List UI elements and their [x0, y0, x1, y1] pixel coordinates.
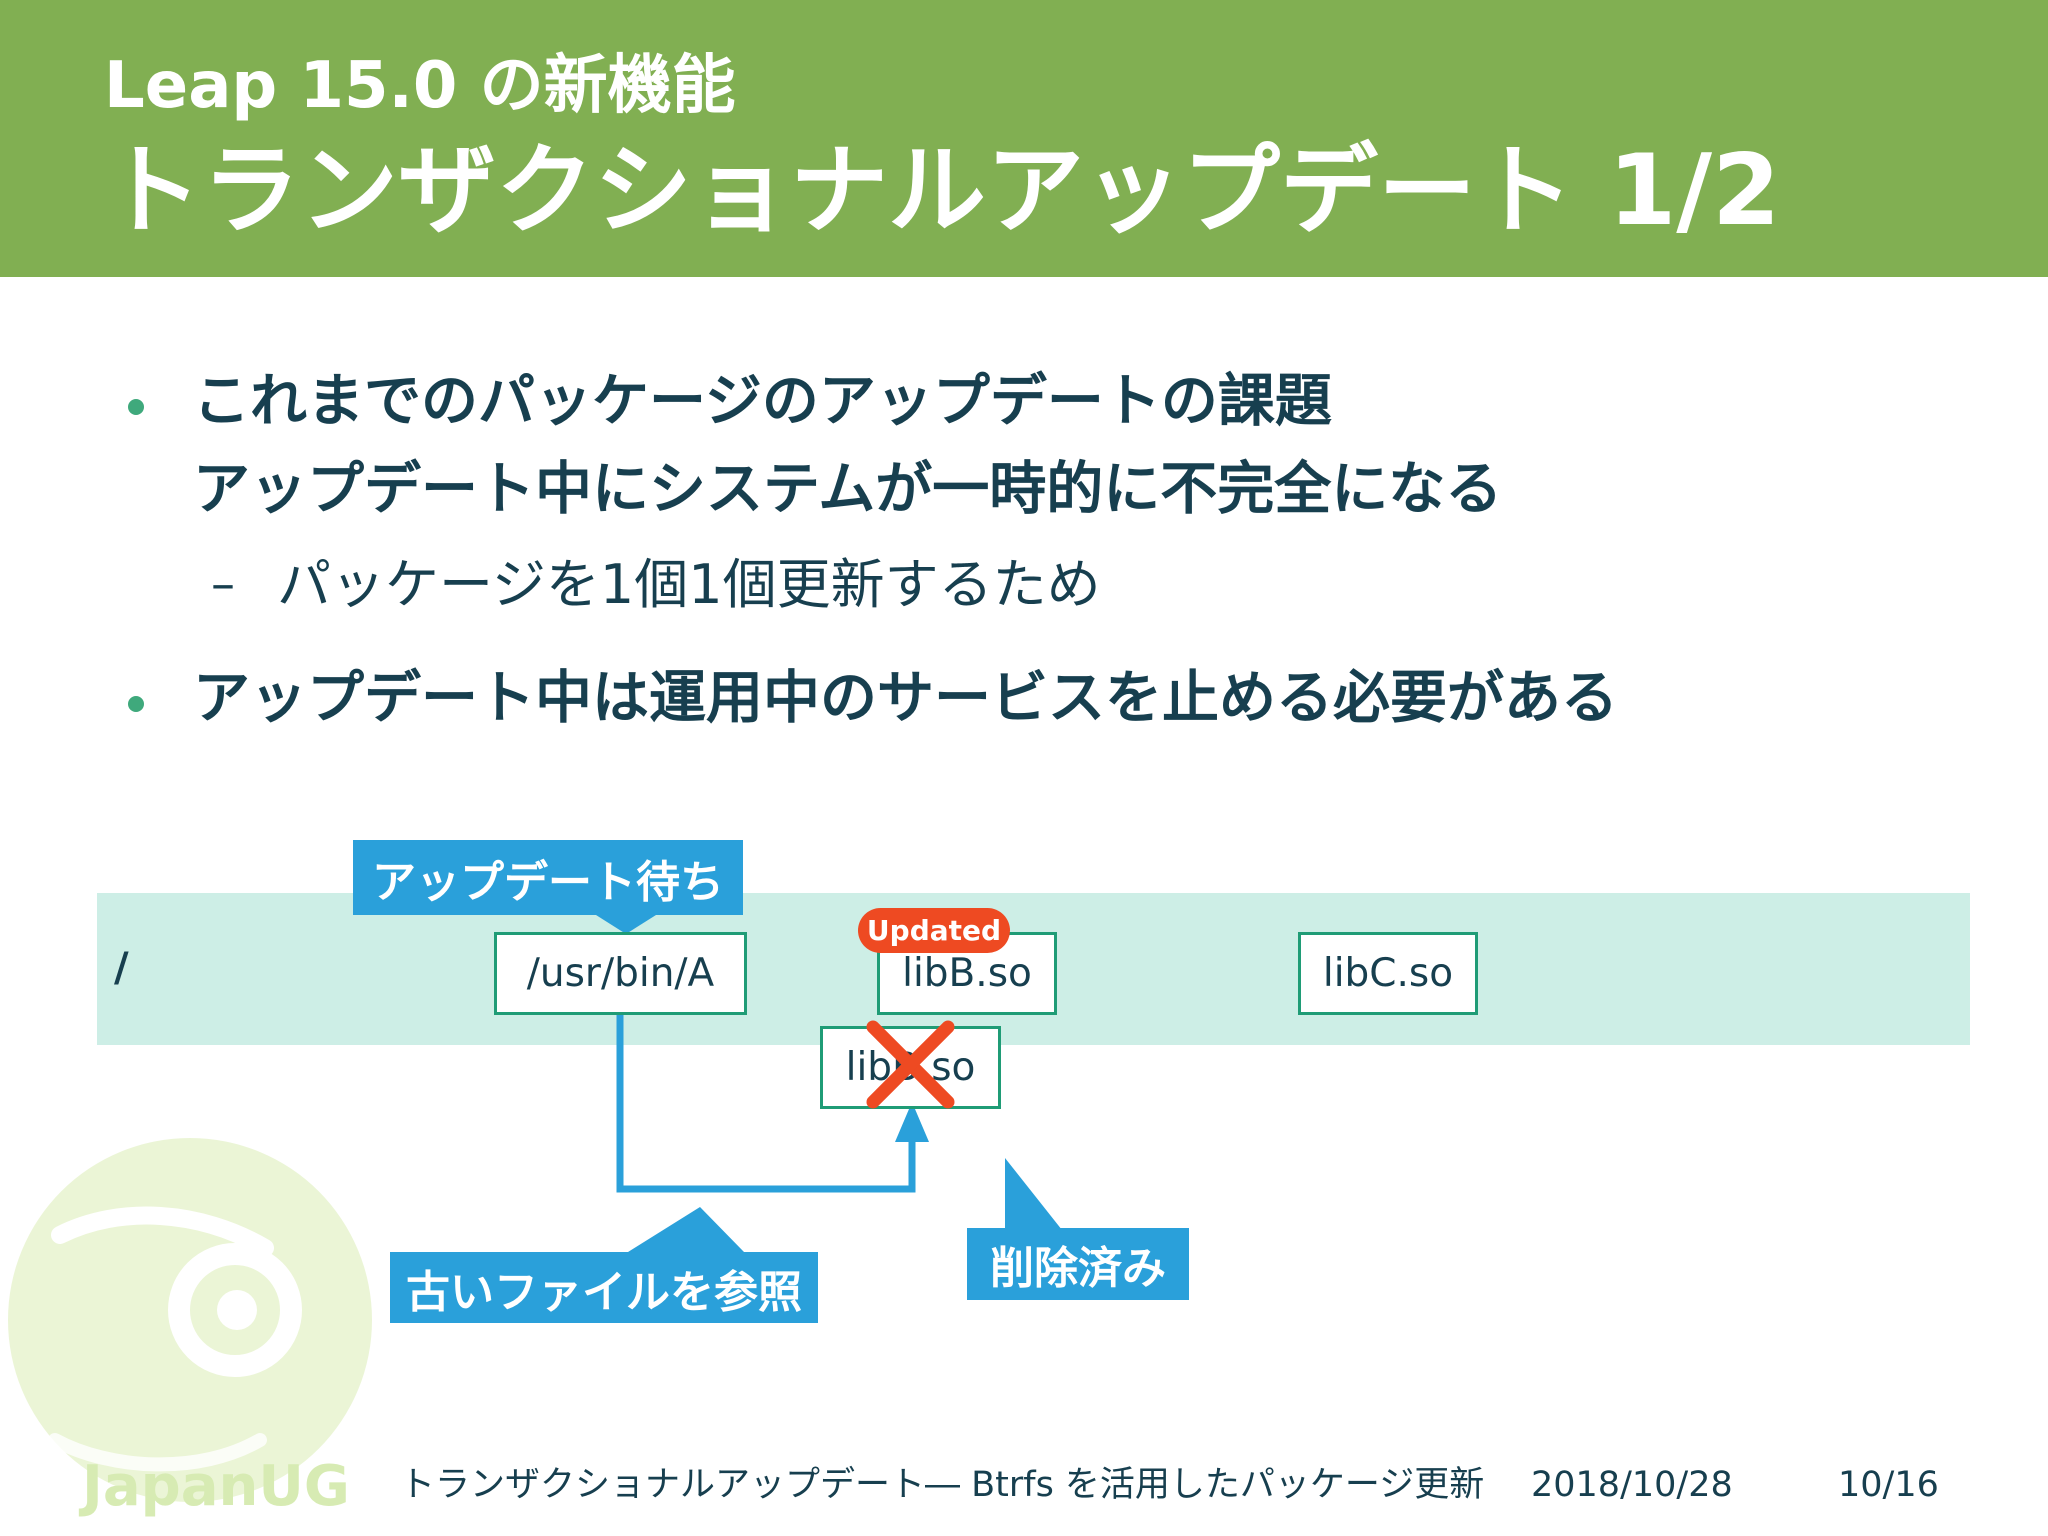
callout-refers-old-file: 古いファイルを参照	[390, 1252, 818, 1323]
refers-callout-pointer	[628, 1207, 744, 1252]
logo-text: JapanUG	[82, 1454, 350, 1519]
file-usr-bin-a: /usr/bin/A	[494, 932, 747, 1015]
bullet-1-line-2: アップデート中にシステムが一時的に不完全になる	[193, 456, 1503, 522]
root-label: /	[114, 945, 129, 991]
updated-badge: Updated	[858, 908, 1010, 953]
sub-bullet-dash: –	[211, 556, 235, 612]
footer-page-number: 10/16	[1838, 1465, 1939, 1505]
bullet-1-line-1: これまでのパッケージのアップデートの課題	[193, 368, 1332, 434]
file-libb-old: libB.so	[820, 1026, 1001, 1109]
deleted-callout-pointer	[1005, 1158, 1062, 1230]
callout-waiting: アップデート待ち	[353, 840, 743, 915]
slide-title: トランザクショナルアップデート 1/2	[104, 134, 1781, 248]
reference-arrow-line	[616, 1012, 916, 1193]
file-libc: libC.so	[1298, 932, 1478, 1015]
header-band: Leap 15.0 の新機能 トランザクショナルアップデート 1/2	[0, 0, 2048, 277]
bullet-2-line-1: アップデート中は運用中のサービスを止める必要がある	[193, 665, 1618, 731]
bullet-dot	[128, 399, 144, 415]
footer-talk-title: トランザクショナルアップデート― Btrfs を活用したパッケージ更新	[400, 1465, 1485, 1505]
waiting-callout-pointer	[596, 915, 656, 934]
footer-date: 2018/10/28	[1531, 1465, 1733, 1505]
slide-subtitle: Leap 15.0 の新機能	[104, 49, 736, 123]
callout-deleted: 削除済み	[967, 1228, 1189, 1300]
reference-arrow-head	[895, 1102, 929, 1142]
bullet-dot	[128, 696, 144, 712]
sub-bullet-text: パッケージを1個1個更新するため	[277, 553, 1101, 616]
